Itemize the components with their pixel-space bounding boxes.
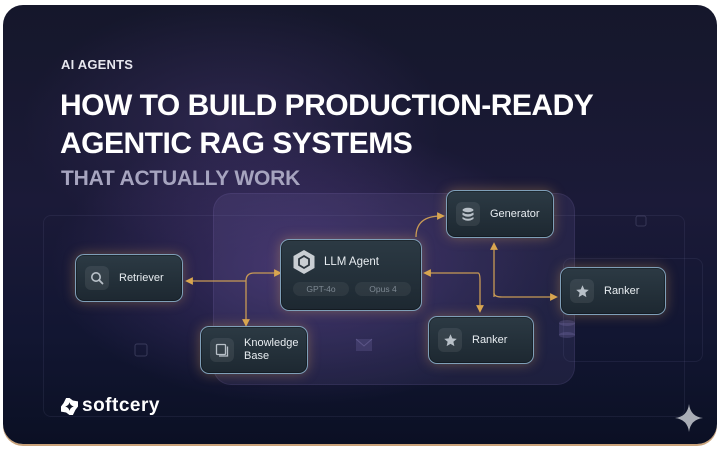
ranker-label: Ranker: [472, 334, 508, 346]
mail-icon: [355, 338, 373, 351]
brand-name: softcery: [82, 395, 160, 416]
title-line-2: AGENTIC RAG SYSTEMS: [60, 127, 413, 160]
ranker-node-bottom[interactable]: Ranker: [428, 316, 534, 364]
llm-agent-node[interactable]: LLM Agent GPT-4o Opus 4: [280, 239, 422, 311]
connector-to-llm-agent: [245, 269, 282, 282]
database-icon: [456, 202, 480, 226]
connector-to-generator: [415, 212, 445, 238]
generator-node[interactable]: Generator: [446, 190, 554, 238]
connector-to-ranker-right: [493, 292, 558, 301]
model-chip-gpt4o[interactable]: GPT-4o: [293, 282, 349, 296]
book-icon: [210, 338, 234, 362]
star-icon: [438, 328, 462, 352]
connector-to-ranker: [476, 272, 484, 313]
generator-label: Generator: [490, 208, 540, 220]
title-line-1: HOW TO BUILD PRODUCTION-READY: [60, 89, 594, 122]
llm-agent-label: LLM Agent: [324, 256, 379, 268]
model-chip-opus4[interactable]: Opus 4: [355, 282, 411, 296]
database-icon: [559, 320, 575, 338]
category-label: AI AGENTS: [61, 57, 134, 72]
brand-logo[interactable]: softcery: [61, 395, 160, 417]
knowledge-base-label-line1: Knowledge: [244, 337, 299, 349]
softcery-logo-icon: [61, 397, 78, 415]
retriever-node[interactable]: Retriever: [75, 254, 183, 302]
ranker-label: Ranker: [604, 285, 640, 297]
star-icon: [570, 279, 594, 303]
connector-lines: [185, 212, 558, 327]
knowledge-base-node[interactable]: Knowledge Base: [200, 326, 308, 374]
hero-card: AI AGENTS HOW TO BUILD PRODUCTION-READY …: [3, 5, 717, 444]
page-title: HOW TO BUILD PRODUCTION-READY AGENTIC RA…: [60, 87, 594, 163]
knowledge-base-label: Knowledge Base: [244, 337, 298, 363]
sparkle-icon: [675, 404, 703, 432]
subtitle: THAT ACTUALLY WORK: [61, 167, 301, 190]
hexagon-icon: [292, 250, 316, 274]
knowledge-base-label-line2: Base: [244, 350, 270, 362]
square-icon: [635, 215, 647, 227]
square-icon: [134, 343, 148, 357]
background-grid: [43, 215, 685, 417]
ranker-node-right[interactable]: Ranker: [560, 267, 666, 315]
search-icon: [85, 266, 109, 290]
retriever-label: Retriever: [119, 272, 164, 284]
